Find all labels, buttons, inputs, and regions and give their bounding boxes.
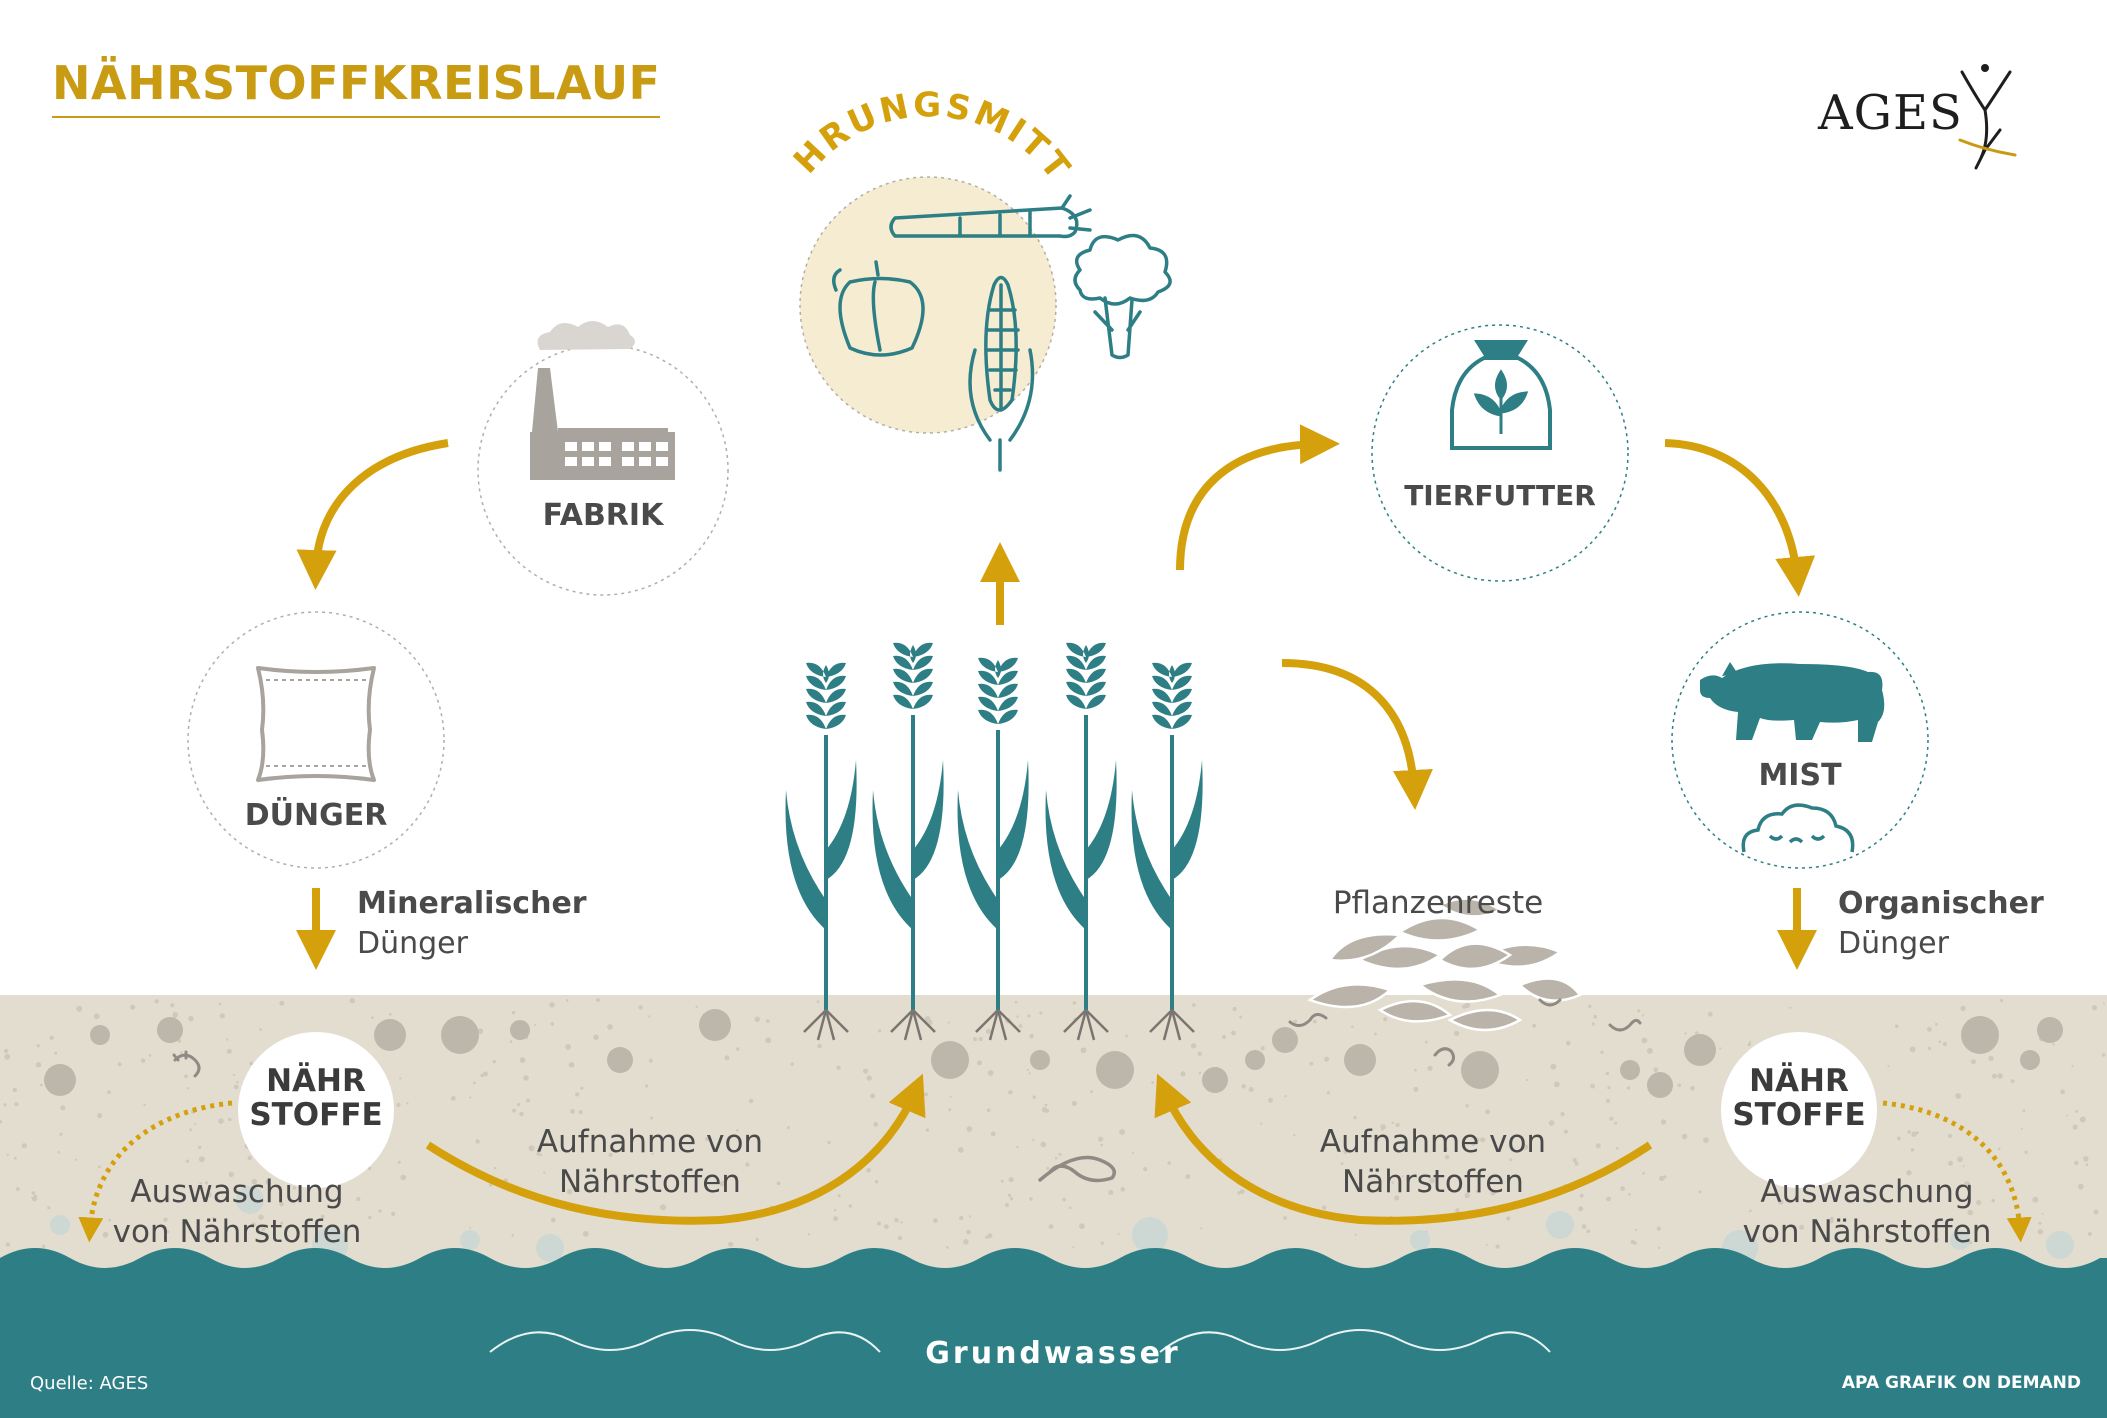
organic-fertilizer-label: Organischer Dünger [1838, 884, 2044, 964]
ages-logo: AGES [1818, 85, 1963, 141]
page-title: NÄHRSTOFFKREISLAUF [52, 56, 660, 118]
groundwater-band [0, 1248, 2107, 1418]
nutrients-right-line1: NÄHR [1749, 1063, 1849, 1099]
arrow-plants-to-feed [1180, 444, 1320, 570]
ages-logo-figure [1960, 64, 2015, 168]
nutrients-left-line2: STOFFE [249, 1097, 382, 1133]
leaching-left-line1: Auswaschung [130, 1174, 343, 1210]
factory-label: FABRIK [543, 498, 664, 533]
credit-note: APA GRAFIK ON DEMAND [1842, 1373, 2081, 1393]
fertilizer-label: DÜNGER [245, 798, 388, 833]
leaching-left-label: Auswaschung von Nährstoffen [113, 1172, 362, 1252]
groundwater-label: Grundwasser [925, 1336, 1180, 1371]
wheat-icon [873, 643, 944, 1040]
mineral-fertilizer-label: Mineralischer Dünger [357, 884, 587, 964]
nutrients-left-label: NÄHR STOFFE [246, 1064, 386, 1132]
wheat-icon [786, 663, 857, 1040]
uptake-left-line1: Aufnahme von [537, 1124, 763, 1160]
leaching-right-line2: von Nährstoffen [1743, 1214, 1992, 1250]
feed-circle [1372, 325, 1628, 581]
arrow-feed-to-manure [1665, 443, 1797, 577]
wheat-icon [958, 658, 1029, 1040]
feed-label: TIERFUTTER [1404, 479, 1596, 512]
source-note: Quelle: AGES [30, 1373, 148, 1394]
leaching-right-line1: Auswaschung [1760, 1174, 1973, 1210]
wheat-icon [1132, 663, 1203, 1040]
nutrients-right-label: NÄHR STOFFE [1729, 1064, 1869, 1132]
organic-subtitle: Dünger [1838, 926, 1949, 961]
uptake-left-line2: Nährstoffen [559, 1164, 741, 1200]
wheat-field [786, 643, 1203, 1040]
uptake-right-line2: Nährstoffen [1342, 1164, 1524, 1200]
wheat-icon [1046, 643, 1117, 1040]
nutrients-right-line2: STOFFE [1732, 1097, 1865, 1133]
plant-residue-label: Pflanzenreste [1333, 883, 1543, 923]
uptake-left-label: Aufnahme von Nährstoffen [537, 1122, 763, 1202]
nutrients-left-line1: NÄHR [266, 1063, 366, 1099]
broccoli-icon [1075, 236, 1170, 358]
manure-label: MIST [1758, 758, 1841, 793]
organic-title: Organischer [1838, 886, 2044, 921]
uptake-right-label: Aufnahme von Nährstoffen [1320, 1122, 1546, 1202]
arrow-plants-to-residue [1282, 663, 1414, 790]
arrow-factory-to-fertilizer [316, 443, 448, 570]
leaching-right-label: Auswaschung von Nährstoffen [1743, 1172, 1992, 1252]
leaching-left-line2: von Nährstoffen [113, 1214, 362, 1250]
mineral-subtitle: Dünger [357, 926, 468, 961]
mineral-title: Mineralischer [357, 886, 587, 921]
uptake-right-line1: Aufnahme von [1320, 1124, 1546, 1160]
